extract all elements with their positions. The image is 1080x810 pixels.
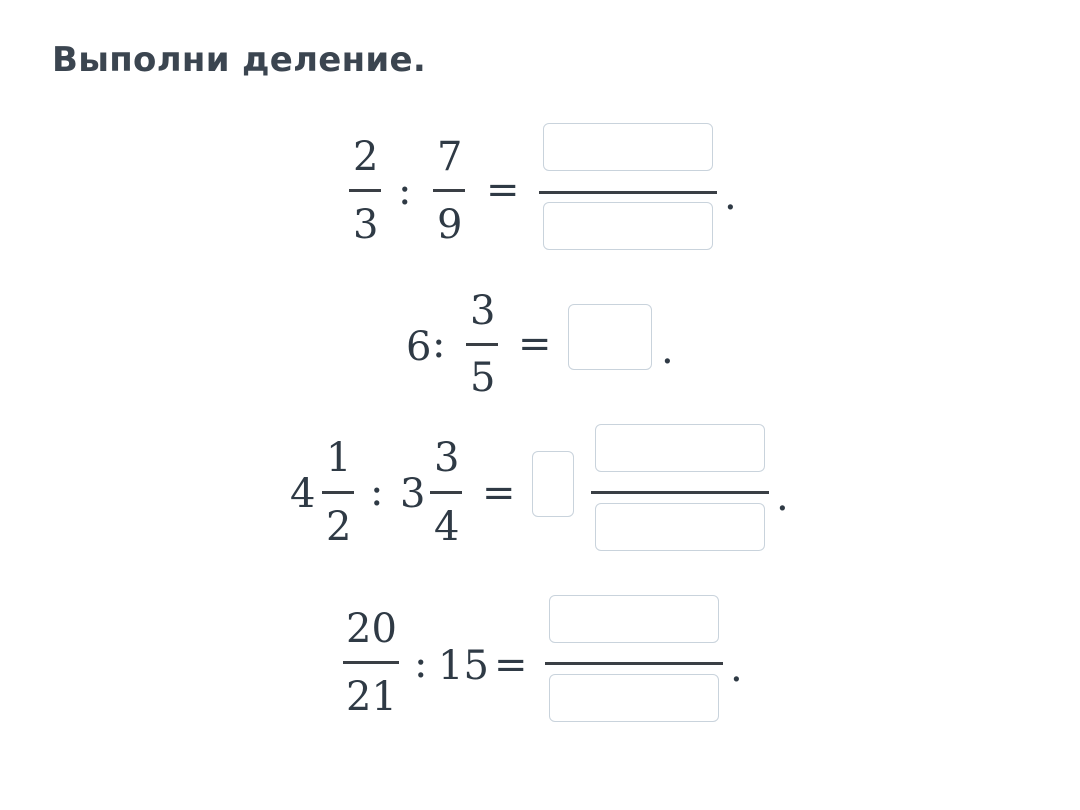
answer-fraction-bar	[591, 491, 769, 494]
equals-sign: =	[494, 642, 528, 688]
answer-numerator-input[interactable]	[549, 595, 719, 643]
division-sign: :	[398, 168, 412, 214]
equals-sign: =	[518, 321, 552, 367]
answer-whole-input[interactable]	[532, 451, 574, 517]
denominator: 2	[326, 504, 352, 550]
task-title: Выполни деление.	[52, 40, 427, 80]
equals-sign: =	[482, 470, 516, 516]
equals-sign: =	[486, 167, 520, 213]
numerator: 20	[346, 606, 397, 652]
division-sign: :	[414, 641, 428, 687]
numerator: 3	[434, 435, 460, 481]
period: .	[730, 645, 743, 691]
period: .	[724, 173, 737, 219]
answer-input[interactable]	[568, 304, 652, 370]
divisor: 15	[438, 643, 489, 689]
whole-part: 3	[400, 471, 426, 517]
fraction-bar	[349, 189, 381, 192]
period: .	[776, 474, 789, 520]
denominator: 5	[470, 355, 496, 401]
whole-number: 6	[406, 324, 432, 370]
division-sign: :	[432, 321, 446, 367]
denominator: 3	[353, 202, 379, 248]
fraction-bar	[433, 189, 465, 192]
answer-fraction-bar	[539, 191, 717, 194]
denominator: 21	[346, 674, 397, 720]
fraction-bar	[430, 491, 462, 494]
period: .	[661, 327, 674, 373]
numerator: 3	[470, 288, 496, 334]
answer-denominator-input[interactable]	[595, 503, 765, 551]
answer-numerator-input[interactable]	[595, 424, 765, 472]
numerator: 7	[437, 134, 463, 180]
answer-denominator-input[interactable]	[549, 674, 719, 722]
numerator: 1	[326, 435, 352, 481]
denominator: 9	[437, 202, 463, 248]
whole-part: 4	[290, 471, 316, 517]
fraction-bar	[322, 491, 354, 494]
division-sign: :	[370, 469, 384, 515]
numerator: 2	[353, 134, 379, 180]
answer-fraction-bar	[545, 662, 723, 665]
answer-denominator-input[interactable]	[543, 202, 713, 250]
fraction-bar	[466, 343, 498, 346]
denominator: 4	[434, 504, 460, 550]
fraction-bar	[343, 661, 399, 664]
answer-numerator-input[interactable]	[543, 123, 713, 171]
